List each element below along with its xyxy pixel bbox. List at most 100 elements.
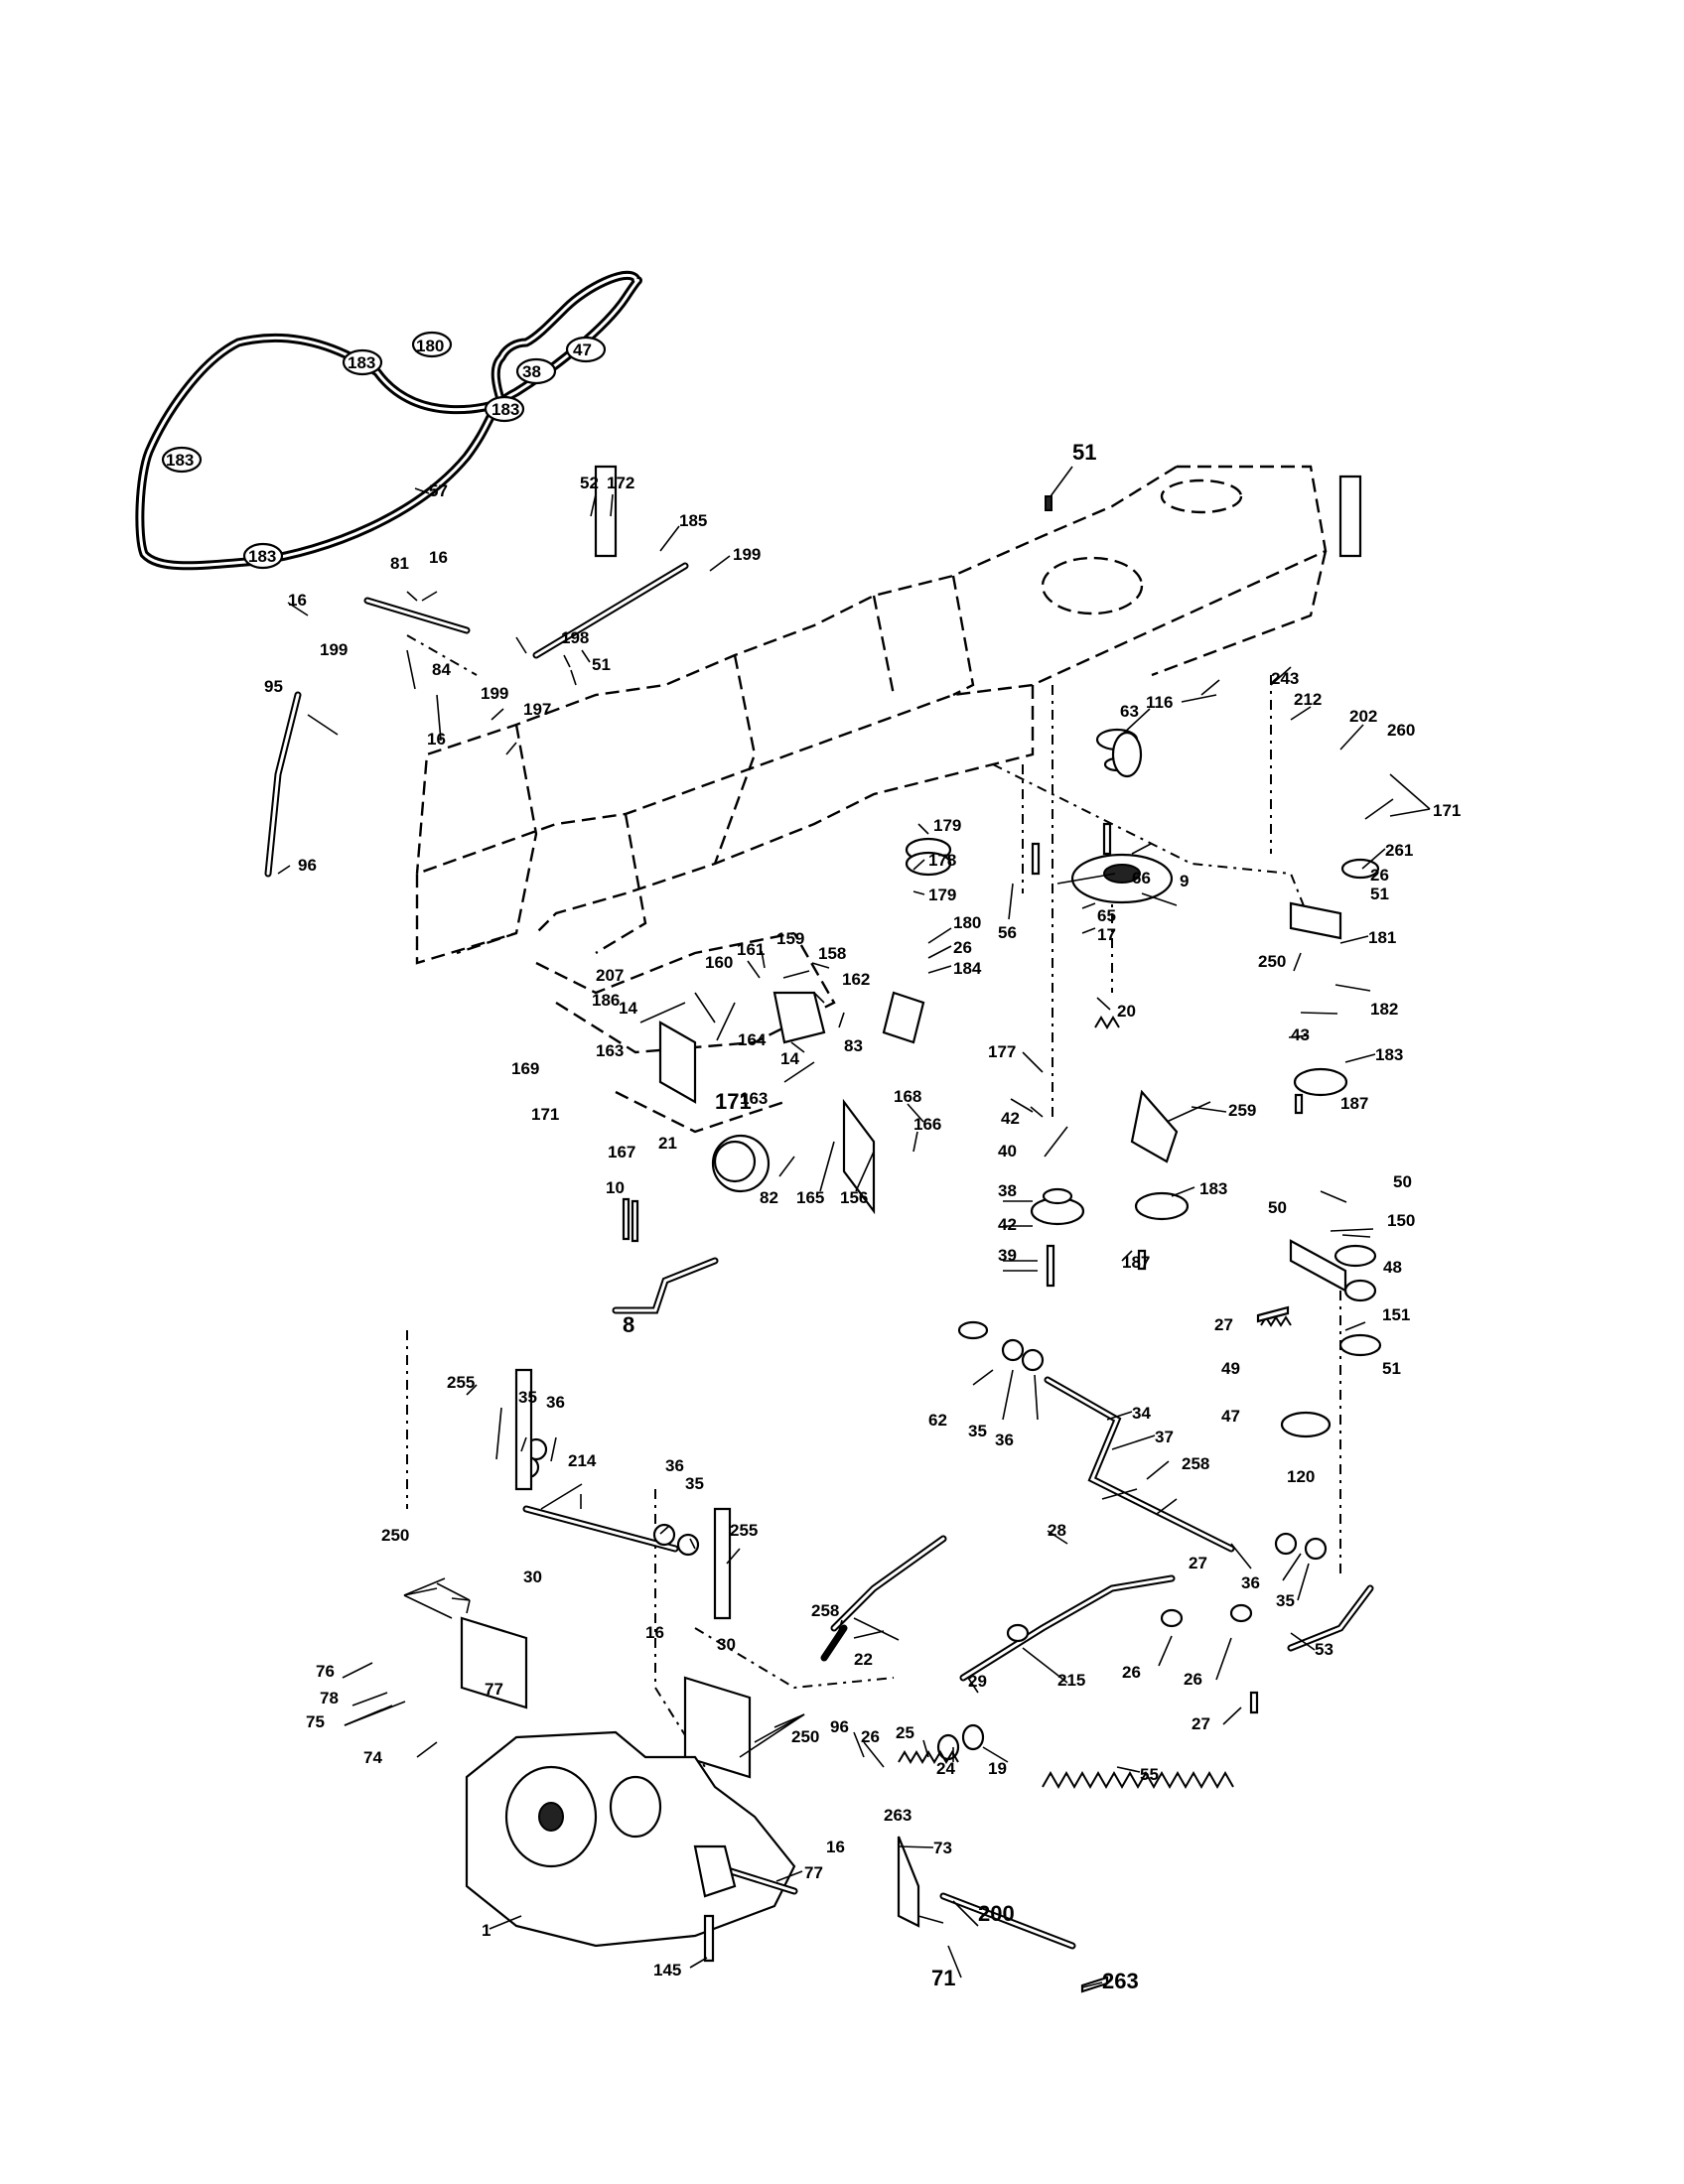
part-label: 16 — [645, 1623, 664, 1642]
part-label: 260 — [1387, 721, 1415, 740]
part-label: 55 — [1140, 1765, 1159, 1784]
part-label: 16 — [826, 1838, 845, 1856]
part-label: 1 — [482, 1921, 491, 1940]
transaxle — [465, 1730, 798, 1948]
assembly-leader-lines — [406, 634, 1341, 1768]
part-label: 14 — [780, 1049, 799, 1068]
part-label: 16 — [427, 730, 446, 749]
part-label: 10 — [606, 1178, 625, 1197]
part-label: 255 — [730, 1521, 758, 1540]
part-label: 172 — [607, 474, 634, 492]
part-label: 259 — [1228, 1101, 1256, 1120]
part-label: 159 — [776, 929, 804, 948]
part-label: 38 — [998, 1181, 1017, 1200]
part-label: 169 — [511, 1059, 539, 1078]
part-label: 50 — [1268, 1198, 1287, 1217]
part-label: 199 — [733, 545, 761, 564]
part-label: 20 — [1117, 1002, 1136, 1021]
part-label: 250 — [1258, 952, 1286, 971]
part-label: 184 — [953, 959, 982, 978]
part-label: 36 — [995, 1431, 1014, 1449]
part-label: 200 — [978, 1901, 1015, 1926]
part-label: 77 — [804, 1863, 823, 1882]
part-label: 14 — [619, 999, 637, 1018]
part-label: 183 — [491, 400, 519, 419]
part-label: 197 — [523, 700, 551, 719]
springs — [898, 1016, 1292, 1790]
pulleys-and-washers — [516, 728, 1382, 1761]
part-label: 29 — [968, 1672, 987, 1691]
part-label: 171 — [715, 1089, 752, 1114]
part-label: 38 — [522, 362, 541, 381]
part-label: 181 — [1368, 928, 1396, 947]
tractor-frame — [415, 465, 1328, 1134]
part-label: 171 — [1433, 801, 1461, 820]
part-label: 63 — [1120, 702, 1139, 721]
part-label: 207 — [596, 966, 624, 985]
part-label: 26 — [953, 938, 972, 957]
drive-belt — [135, 270, 642, 571]
brackets-and-plates — [460, 465, 1362, 1928]
part-label: 83 — [844, 1036, 863, 1055]
part-label: 36 — [1241, 1573, 1260, 1592]
part-label: 51 — [1370, 885, 1389, 903]
part-label: 185 — [679, 511, 707, 530]
part-label: 74 — [363, 1748, 382, 1767]
part-label: 51 — [1072, 440, 1096, 465]
part-label: 261 — [1385, 841, 1413, 860]
part-label: 183 — [248, 547, 276, 566]
part-label: 250 — [381, 1526, 409, 1545]
part-label: 21 — [658, 1134, 677, 1153]
part-label: 243 — [1271, 669, 1299, 688]
part-label: 81 — [390, 554, 409, 573]
part-label: 151 — [1382, 1305, 1410, 1324]
part-label: 25 — [896, 1723, 914, 1742]
part-label: 202 — [1349, 707, 1377, 726]
part-leader-lines — [277, 466, 1431, 1988]
part-label: 212 — [1294, 690, 1322, 709]
part-label: 49 — [1221, 1359, 1240, 1378]
part-label: 35 — [968, 1422, 987, 1440]
part-label: 198 — [561, 628, 589, 647]
part-label: 163 — [740, 1089, 768, 1108]
shafts-and-rods — [264, 562, 1374, 1950]
part-label: 77 — [485, 1680, 503, 1699]
part-label: 53 — [1315, 1640, 1333, 1659]
part-label: 9 — [1180, 872, 1189, 890]
part-label: 28 — [1048, 1521, 1066, 1540]
part-label: 183 — [166, 451, 194, 470]
part-label: 171 — [531, 1105, 559, 1124]
part-label: 51 — [592, 655, 611, 674]
part-label: 116 — [1146, 693, 1173, 712]
part-label: 27 — [1189, 1554, 1207, 1572]
part-label: 199 — [481, 684, 508, 703]
part-label: 167 — [608, 1143, 635, 1161]
knob — [713, 1140, 757, 1183]
part-label: 66 — [1132, 869, 1151, 887]
part-label: 17 — [1097, 925, 1116, 944]
part-label: 161 — [737, 940, 765, 959]
part-label: 35 — [685, 1474, 704, 1493]
part-number-labels: 57 183 180 47 38 183 183 183 52 172 185 … — [166, 337, 1461, 1993]
part-label: 50 — [1393, 1172, 1412, 1191]
part-label: 52 — [580, 474, 599, 492]
part-label: 39 — [998, 1246, 1017, 1265]
part-label: 26 — [861, 1727, 880, 1746]
part-label: 177 — [988, 1042, 1016, 1061]
part-label: 36 — [546, 1393, 565, 1412]
part-label: 37 — [1155, 1428, 1174, 1446]
part-label: 179 — [928, 886, 956, 904]
part-label: 42 — [998, 1215, 1017, 1234]
part-label: 183 — [1199, 1179, 1227, 1198]
part-label: 35 — [518, 1388, 537, 1407]
part-label: 27 — [1192, 1714, 1210, 1733]
part-label: 71 — [931, 1966, 955, 1990]
part-label: 56 — [998, 923, 1017, 942]
part-label: 84 — [432, 660, 451, 679]
part-label: 75 — [306, 1712, 325, 1731]
part-label: 16 — [288, 591, 307, 610]
part-label: 36 — [665, 1456, 684, 1475]
part-label: 162 — [842, 970, 870, 989]
part-label: 187 — [1122, 1253, 1150, 1272]
part-label: 30 — [523, 1568, 542, 1586]
